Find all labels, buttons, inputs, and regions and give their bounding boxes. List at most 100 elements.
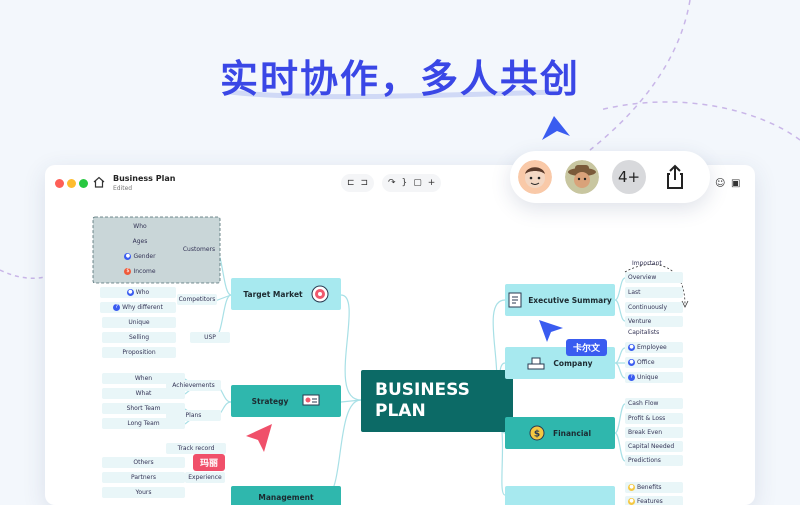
topic-financial[interactable]: $ Financial xyxy=(505,417,615,449)
topic-target-market-label: Target Market xyxy=(243,289,303,299)
leaf-customers-gender-label: Gender xyxy=(133,253,156,260)
leaf-usp-selling[interactable]: Selling xyxy=(102,332,176,343)
star-icon: ● xyxy=(628,484,635,491)
subtopic-achievements[interactable]: Achievements xyxy=(166,380,221,391)
leaf-features[interactable]: ●Features xyxy=(625,496,683,505)
leaf-features-label: Features xyxy=(637,498,663,505)
leaf-unique-label: Unique xyxy=(637,374,659,381)
leaf-customers-gender[interactable]: ●Gender xyxy=(93,251,187,262)
home-icon[interactable] xyxy=(93,176,105,188)
toolbar-tools-group: ↷ } ▢ + xyxy=(382,174,442,192)
topic-financial-label: Financial xyxy=(552,428,592,438)
leaf-customers-who[interactable]: Who xyxy=(133,223,147,230)
document-status: Edited xyxy=(113,185,133,192)
dollar-coin-icon: $ xyxy=(529,425,545,441)
subtopic-competitors[interactable]: Competitors xyxy=(177,294,217,305)
collaborator-avatar-1[interactable] xyxy=(518,160,552,194)
leaf-competitors-why-different[interactable]: ?Why different xyxy=(100,302,176,313)
leaf-last[interactable]: Last xyxy=(625,287,683,298)
person-icon: ● xyxy=(126,289,134,296)
collaborators-panel: 4+ xyxy=(510,151,710,203)
subtopic-plans[interactable]: Plans xyxy=(166,410,221,421)
summary-icon[interactable]: } xyxy=(401,178,408,188)
leaf-experience-yours[interactable]: Yours xyxy=(102,487,185,498)
leaf-employee-label: Employee xyxy=(637,344,667,351)
more-collaborators-button[interactable]: 4+ xyxy=(612,160,646,194)
insert-subtopic-icon[interactable]: ⊐ xyxy=(360,178,369,188)
leaf-benefits[interactable]: ●Benefits xyxy=(625,482,683,493)
leaf-cash-flow[interactable]: Cash Flow xyxy=(625,398,683,409)
insert-topic-icon[interactable]: ⊏ xyxy=(347,178,355,188)
subtopic-track-record[interactable]: Track record xyxy=(166,443,226,454)
subtopic-usp[interactable]: USP xyxy=(190,332,230,343)
toolbar-insert-group: ⊏ ⊐ xyxy=(341,174,375,192)
leaf-customers-ages[interactable]: Ages xyxy=(132,238,148,245)
leaf-continuously[interactable]: Continuously xyxy=(625,302,683,313)
zoom-window-button[interactable] xyxy=(79,179,88,188)
leaf-office[interactable]: ●Office xyxy=(625,357,683,368)
presentation-icon xyxy=(302,394,320,406)
boundary-icon[interactable]: ▢ xyxy=(413,178,422,188)
add-icon[interactable]: + xyxy=(427,178,436,188)
app-window: Business Plan Edited ⊏ ⊐ ↷ } ▢ + ☺ ▣ xyxy=(45,165,755,505)
remote-cursor-top-icon xyxy=(542,116,570,140)
topic-management-label: Management xyxy=(258,492,314,502)
target-icon xyxy=(311,285,329,303)
topic-company-label: Company xyxy=(553,358,593,368)
leaf-experience-others[interactable]: Others xyxy=(102,457,185,468)
leaf-break-even[interactable]: Break Even xyxy=(625,427,683,438)
leaf-plans-short-team[interactable]: Short Team xyxy=(102,403,185,414)
leaf-predictions[interactable]: Predictions xyxy=(625,455,683,466)
leaf-unique[interactable]: ?Unique xyxy=(625,372,683,383)
leaf-venture-capitalists[interactable]: Venture Capitalists xyxy=(625,316,683,336)
star-icon: ● xyxy=(628,498,635,505)
cursor-label-karl: 卡尔文 xyxy=(566,339,608,356)
location-icon: ● xyxy=(628,359,635,366)
relationship-icon[interactable]: ↷ xyxy=(388,178,396,188)
subtopic-customers[interactable]: Customers xyxy=(182,246,216,253)
leaf-profit-loss[interactable]: Profit & Loss xyxy=(625,413,683,424)
leaf-achievements-when[interactable]: When xyxy=(102,373,185,384)
topic-executive-summary-label: Executive Summary xyxy=(528,295,612,305)
topic-strategy[interactable]: Strategy xyxy=(231,385,341,417)
collaborator-avatar-2[interactable] xyxy=(565,160,599,194)
minimize-window-button[interactable] xyxy=(67,179,76,188)
leaf-employee[interactable]: ●Employee xyxy=(625,342,683,353)
central-topic-line-2: PLAN xyxy=(375,401,426,421)
leaf-plans-long-team[interactable]: Long Team xyxy=(102,418,185,429)
leaf-customers-income[interactable]: $Income xyxy=(93,266,187,277)
question-icon: ? xyxy=(113,304,121,311)
leaf-competitors-who[interactable]: ●Who xyxy=(100,287,176,298)
emoji-icon[interactable]: ☺ xyxy=(715,178,726,189)
leaf-experience-partners[interactable]: Partners xyxy=(102,472,185,483)
document-title[interactable]: Business Plan xyxy=(113,174,176,183)
central-topic[interactable]: BUSINESS PLAN xyxy=(361,370,513,432)
close-window-button[interactable] xyxy=(55,179,64,188)
leaf-capital-needed[interactable]: Capital Needed xyxy=(625,441,683,452)
leaf-benefits-label: Benefits xyxy=(637,484,662,491)
leaf-overview[interactable]: Overview xyxy=(625,272,683,283)
leaf-competitors-why-label: Why different xyxy=(122,304,163,311)
person-icon: ● xyxy=(628,344,635,351)
leaf-usp-unique[interactable]: Unique xyxy=(102,317,176,328)
leaf-achievements-what[interactable]: What xyxy=(102,388,185,399)
central-topic-line-1: BUSINESS xyxy=(375,380,470,400)
topic-management[interactable]: Management xyxy=(231,486,341,505)
money-icon: $ xyxy=(124,268,132,275)
share-icon[interactable] xyxy=(660,162,690,192)
office-desk-icon xyxy=(527,357,545,370)
topic-strategy-label: Strategy xyxy=(251,396,289,406)
topic-executive-summary[interactable]: Executive Summary xyxy=(505,284,615,316)
question-icon: ? xyxy=(628,374,635,381)
cursor-label-mary: 玛丽 xyxy=(193,454,226,471)
leaf-office-label: Office xyxy=(637,359,655,366)
topic-target-market[interactable]: Target Market xyxy=(231,278,341,310)
topic-bottom-right[interactable] xyxy=(505,486,615,505)
sidebar-icon[interactable]: ▣ xyxy=(731,178,741,189)
subtopic-experience[interactable]: Experience xyxy=(185,472,225,483)
leaf-usp-proposition[interactable]: Proposition xyxy=(102,347,176,358)
headline: 实时协作，多人共创 xyxy=(219,57,580,101)
remote-cursor-mary-icon xyxy=(246,424,272,452)
document-icon xyxy=(508,292,522,308)
relationship-label-important[interactable]: Important xyxy=(632,260,662,267)
